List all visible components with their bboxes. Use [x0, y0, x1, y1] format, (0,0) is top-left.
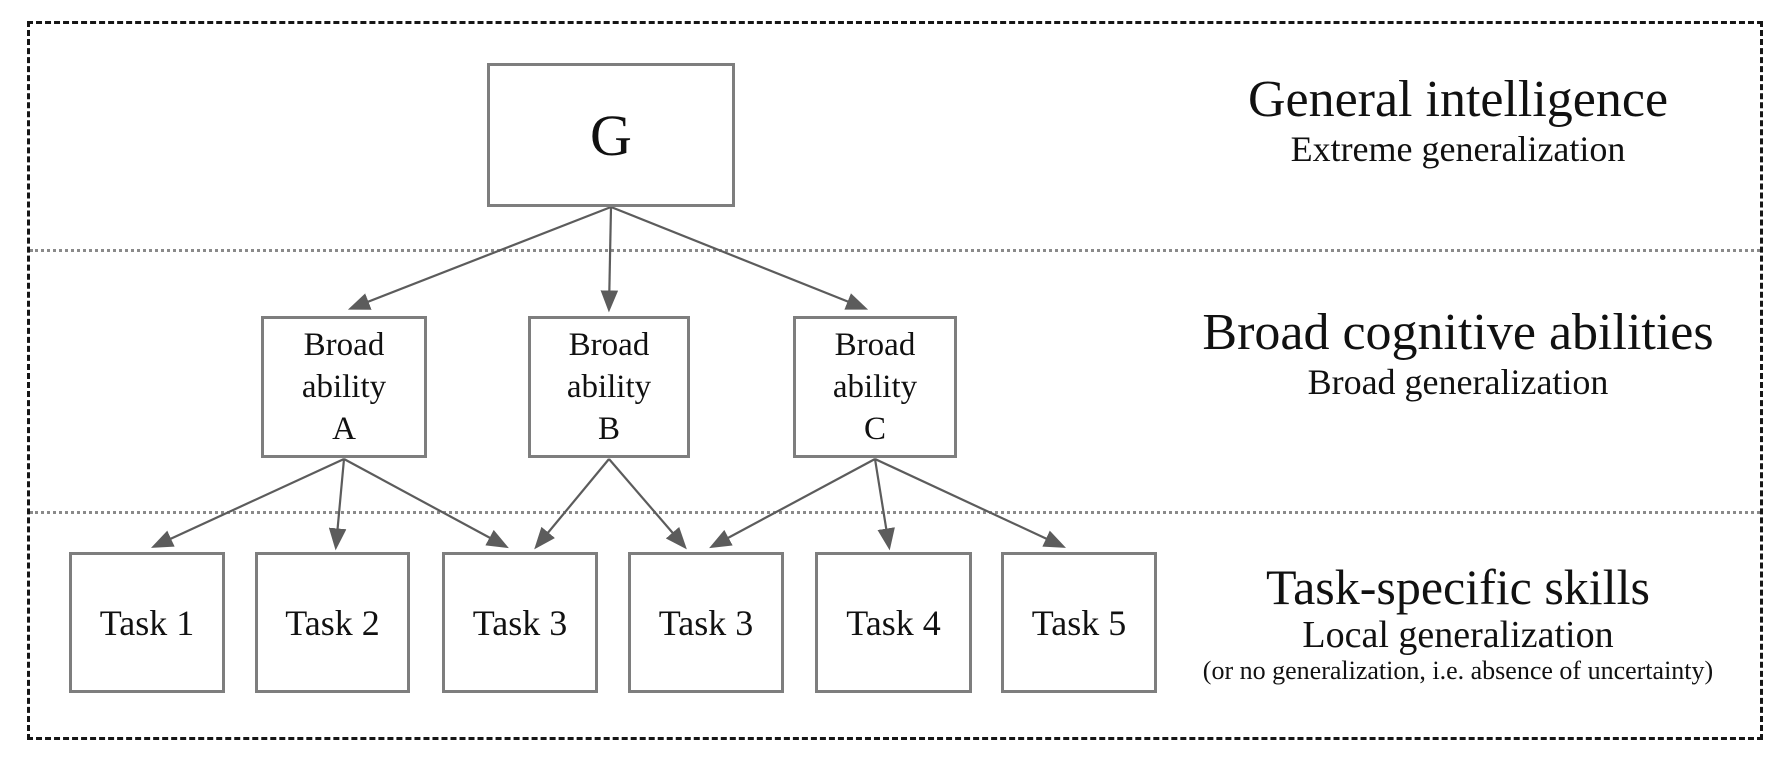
arrow-c-to-task3b	[709, 458, 876, 549]
arrow-g-to-b	[600, 206, 619, 313]
local-generalization-subtitle: Local generalization	[1302, 614, 1614, 656]
g-node: G	[487, 63, 735, 207]
arrow-b-to-task3	[534, 458, 610, 550]
arrow-g-to-c	[610, 205, 869, 310]
broad-ability-a-line: A	[332, 411, 356, 447]
arrow-g-to-a	[347, 205, 612, 310]
task-2-node: Task 2	[255, 552, 410, 693]
band-divider-bottom	[30, 511, 1760, 514]
task-3-duplicate-label: Task 3	[658, 602, 754, 643]
task-5-node: Task 5	[1001, 552, 1157, 693]
task-3-node: Task 3	[442, 552, 598, 693]
broad-ability-b-line: ability	[566, 369, 652, 405]
no-generalization-note: (or no generalization, i.e. absence of u…	[1202, 656, 1714, 685]
general-intelligence-label: General intelligence Extreme generalizat…	[1150, 72, 1766, 170]
task-specific-skills-title: Task-specific skills	[1266, 559, 1650, 615]
broad-ability-b-line: Broad	[568, 327, 650, 363]
task-3-duplicate-node: Task 3	[628, 552, 784, 693]
broad-cognitive-abilities-title: Broad cognitive abilities	[1202, 304, 1714, 361]
task-specific-skills-label: Task-specific skills Local generalizatio…	[1150, 560, 1766, 686]
broad-ability-b-line: B	[597, 411, 620, 447]
task-4-label: Task 4	[846, 602, 941, 643]
arrow-c-to-task5	[874, 458, 1066, 548]
task-2-label: Task 2	[285, 602, 380, 643]
broad-generalization-subtitle: Broad generalization	[1307, 362, 1609, 402]
broad-ability-c-line: ability	[832, 369, 918, 405]
broad-ability-c-line: Broad	[834, 327, 916, 363]
broad-ability-a-node: Broad ability A	[261, 316, 427, 458]
broad-ability-a-line: Broad	[303, 327, 385, 363]
g-node-label: G	[590, 102, 632, 168]
broad-ability-b-node: Broad ability B	[528, 316, 690, 458]
band-divider-top	[30, 249, 1760, 252]
extreme-generalization-subtitle: Extreme generalization	[1290, 129, 1626, 169]
arrow-c-to-task4	[873, 458, 895, 551]
arrow-a-to-task2	[328, 458, 347, 551]
task-1-node: Task 1	[69, 552, 225, 693]
arrow-a-to-task1	[151, 458, 345, 548]
broad-cognitive-abilities-label: Broad cognitive abilities Broad generali…	[1150, 305, 1766, 403]
task-4-node: Task 4	[815, 552, 972, 693]
broad-ability-c-line: C	[863, 411, 886, 447]
broad-ability-c-node: Broad ability C	[793, 316, 957, 458]
arrow-a-to-task3	[343, 458, 509, 549]
broad-ability-a-line: ability	[301, 369, 387, 405]
task-5-label: Task 5	[1031, 602, 1127, 643]
general-intelligence-title: General intelligence	[1247, 71, 1669, 128]
task-3-label: Task 3	[472, 602, 568, 643]
arrow-b-to-task3b	[608, 458, 687, 550]
task-1-label: Task 1	[99, 602, 195, 643]
